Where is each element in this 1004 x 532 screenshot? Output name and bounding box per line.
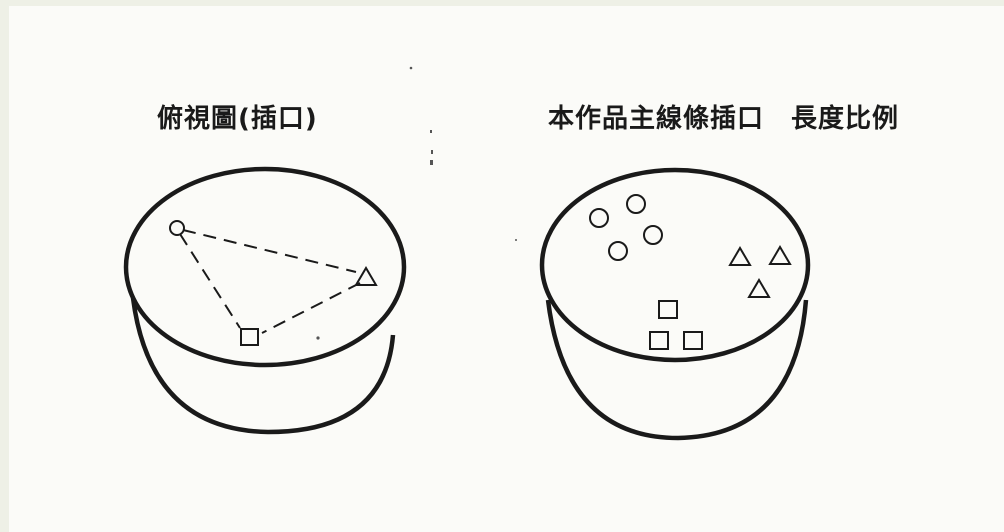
triangle-marker	[728, 246, 752, 266]
circle-marker	[626, 194, 646, 214]
left-bowl-rim	[123, 166, 407, 368]
left-bowl-body	[130, 297, 396, 435]
right-diagram-title: 本作品主線條插口 長度比例	[548, 104, 900, 134]
paper-sheet	[9, 6, 1004, 532]
left-bowl	[123, 166, 407, 435]
square-marker	[240, 328, 259, 346]
circle-marker	[589, 208, 609, 228]
dashed-line-circle-to-triangle	[182, 229, 357, 273]
dashed-line-triangle-to-square	[261, 282, 361, 334]
circle-marker	[169, 220, 185, 236]
right-circle-markers	[589, 194, 663, 261]
triangle-marker	[354, 266, 378, 286]
square-marker	[658, 300, 678, 319]
left-markers	[169, 220, 378, 346]
scan-specks	[316, 66, 517, 340]
triangle-marker	[768, 245, 792, 265]
right-square-markers	[649, 300, 703, 350]
right-bowl-rim	[539, 167, 811, 363]
dashed-line-circle-to-square	[179, 233, 241, 329]
right-bowl-body	[545, 299, 809, 441]
square-marker	[683, 331, 703, 350]
circle-marker	[643, 225, 663, 245]
left-diagram-title: 俯視圖(插口)	[157, 104, 318, 134]
left-connection-lines	[179, 229, 361, 334]
square-marker	[649, 331, 669, 350]
right-triangle-markers	[728, 245, 792, 298]
circle-marker	[608, 241, 628, 261]
right-bowl	[539, 167, 811, 441]
triangle-marker	[747, 278, 771, 298]
